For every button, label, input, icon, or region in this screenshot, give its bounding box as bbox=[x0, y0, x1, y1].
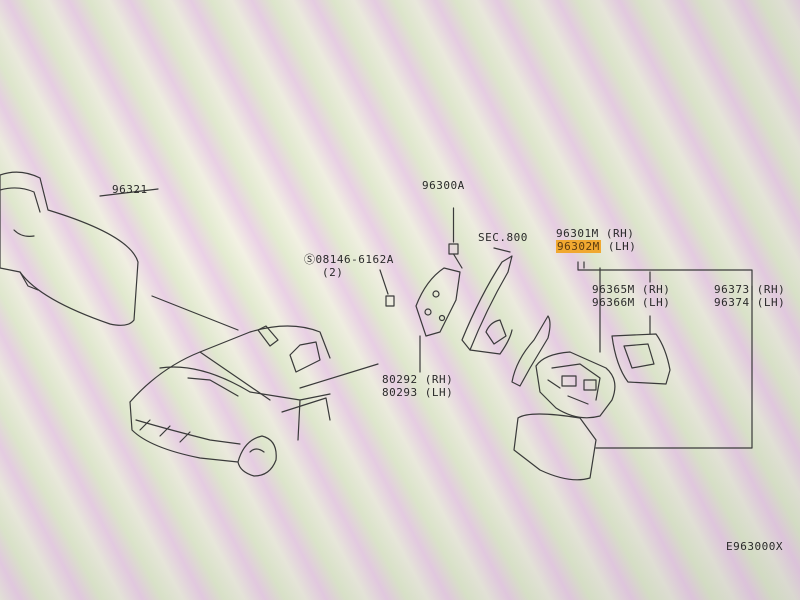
part-label-80293: 80293 (LH) bbox=[382, 386, 454, 399]
mirror-gasket bbox=[511, 315, 551, 387]
part-label-08146: Ⓢ08146-6162A bbox=[304, 253, 394, 266]
screw-96300A bbox=[448, 207, 463, 269]
part-label-96300A: 96300A bbox=[422, 179, 465, 192]
mirror-glass bbox=[611, 315, 671, 385]
door-glass bbox=[461, 247, 513, 355]
screw-08146 bbox=[379, 269, 395, 307]
section-ref-label: SEC.800 bbox=[478, 231, 528, 244]
car-illustration bbox=[129, 325, 331, 477]
part-label-96302M: 96302M (LH) bbox=[556, 240, 637, 253]
part-label-96374: 96374 (LH) bbox=[714, 296, 786, 309]
part-label-96365M: 96365M (RH) bbox=[592, 283, 671, 296]
part-label-96301M: 96301M (RH) bbox=[556, 227, 635, 240]
leader-line bbox=[151, 295, 239, 331]
part-label-96366M: 96366M (LH) bbox=[592, 296, 671, 309]
inner-finisher bbox=[415, 267, 461, 373]
part-label-96373: 96373 (RH) bbox=[714, 283, 786, 296]
part-label-80292: 80292 (RH) bbox=[382, 373, 454, 386]
part-label-96321: 96321 bbox=[112, 183, 148, 196]
assembly-bracket bbox=[577, 261, 753, 449]
highlighted-part-number: 96302M bbox=[556, 240, 601, 253]
door-mirror-body bbox=[535, 351, 616, 419]
inside-mirror bbox=[0, 171, 159, 326]
part-qty-label: (2) bbox=[322, 266, 344, 279]
leader-line bbox=[299, 363, 379, 389]
diagram-code: E963000X bbox=[726, 540, 783, 553]
mirror-cover bbox=[513, 413, 597, 481]
